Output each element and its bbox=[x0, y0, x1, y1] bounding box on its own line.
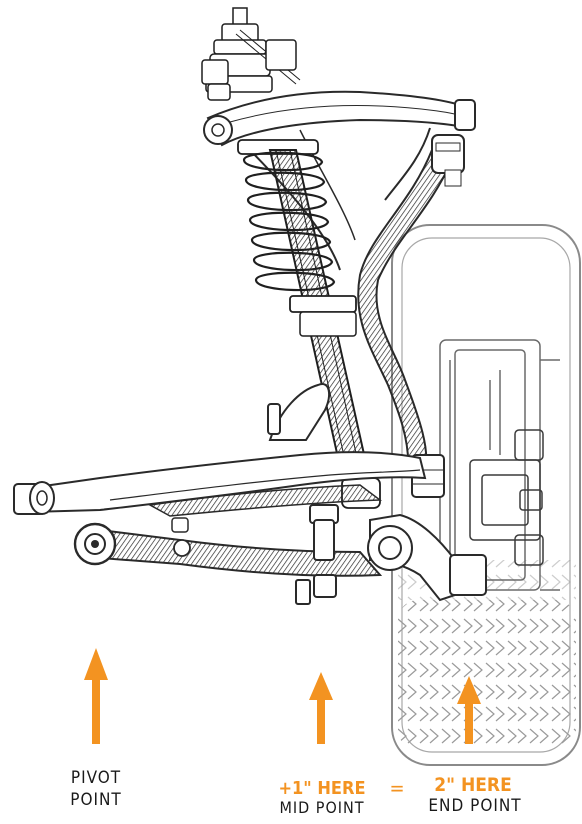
tire bbox=[391, 224, 581, 766]
end-value-label: 2" HERE bbox=[434, 774, 512, 796]
pivot-arrow-shaft bbox=[92, 676, 100, 744]
mid-arrow bbox=[309, 672, 333, 744]
support-link bbox=[267, 383, 331, 441]
mid-arrow-head bbox=[309, 672, 333, 700]
wheel-hub bbox=[439, 339, 560, 591]
mid-arrow-shaft bbox=[317, 696, 325, 744]
end-point-label: END POINT bbox=[428, 796, 522, 816]
lower-ball-joint bbox=[295, 504, 487, 605]
mid-point-label: MID POINT bbox=[279, 798, 365, 817]
end-arrow bbox=[457, 676, 481, 744]
equals-sign: = bbox=[389, 776, 405, 800]
pivot-label-line2: POINT bbox=[70, 790, 122, 810]
pivot-arrow bbox=[84, 648, 108, 744]
pivot-label-line1: PIVOT bbox=[70, 768, 122, 788]
lower-link bbox=[73, 517, 383, 577]
mid-value-label: +1" HERE bbox=[278, 778, 366, 799]
upper-control-arm bbox=[203, 90, 476, 271]
pivot-arrow-head bbox=[84, 648, 108, 680]
lower-control-arm bbox=[13, 451, 427, 517]
end-arrow-shaft bbox=[465, 700, 473, 744]
end-arrow-head bbox=[457, 676, 481, 704]
